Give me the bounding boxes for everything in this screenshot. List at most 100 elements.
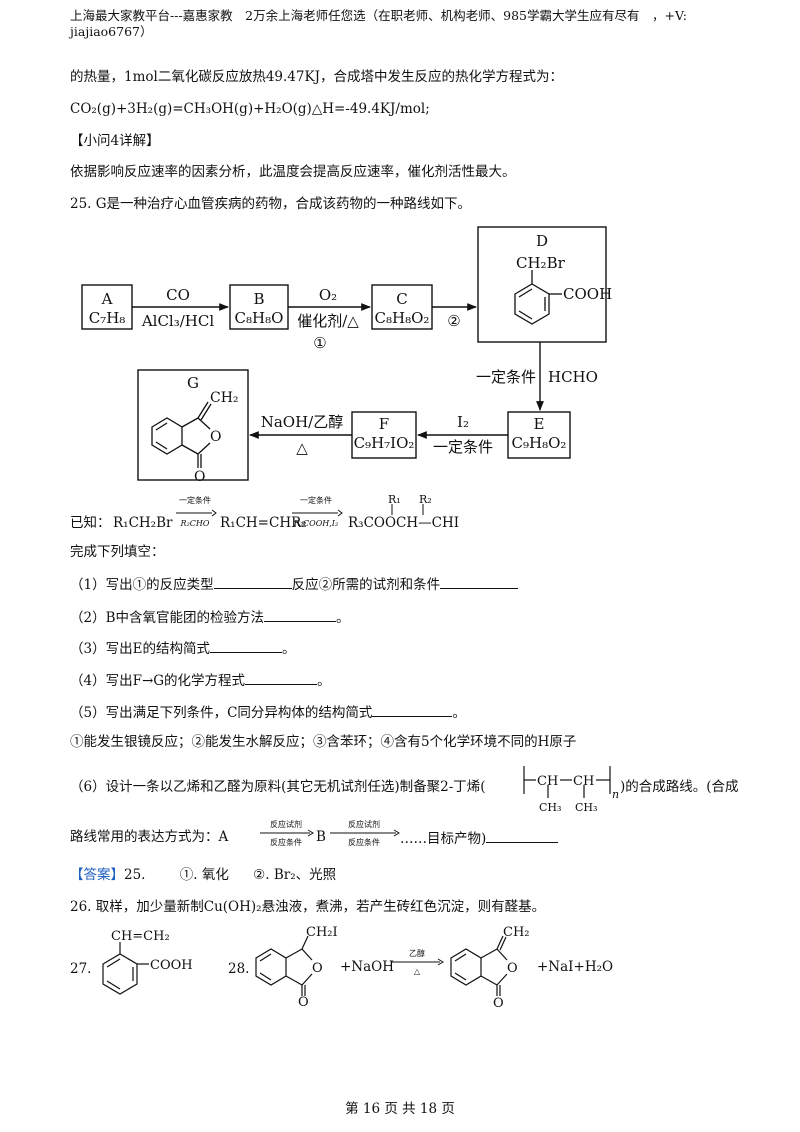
route-b: B [316, 829, 326, 845]
poly-ch-2: CH [573, 774, 594, 789]
question-2: （2）B中含氧官能团的检验方法。 [70, 607, 350, 627]
question-3-end: 。 [281, 641, 296, 657]
answer-28-product-methylene: CH₂ [503, 925, 530, 940]
compound-b-label: B [253, 290, 264, 308]
compound-a-label: A [101, 290, 113, 308]
answer-26: 26. 取样，加少量新制Cu(OH)₂悬浊液，煮沸，若产生砖红色沉淀，则有醛基。 [70, 899, 546, 915]
answer-blank-5[interactable] [372, 702, 453, 717]
compound-c-label: C [396, 290, 407, 308]
poly-methyl-1: CH₃ [539, 801, 561, 814]
poly-2-butene-structure: CH CH CH₃ CH₃ n [523, 766, 619, 814]
known-arrow-1: 一定条件 R₂CHO [176, 495, 217, 528]
known-intermediate: R₁CH=CHR₂ [220, 515, 307, 531]
answer-28-byproducts: +NaI+H₂O [537, 959, 614, 975]
compound-b-formula: C₈H₈O [235, 309, 284, 327]
known-product-bonds [391, 504, 424, 515]
subquestion-4-title: 【小问4详解】 [70, 133, 160, 149]
answer-28-reagent: +NaOH [340, 959, 395, 975]
answer-27-number: 27. [70, 961, 92, 977]
svg-text:R₃COOH,I₂: R₃COOH,I₂ [293, 519, 338, 528]
question-2-text: （2）B中含氧官能团的检验方法 [70, 610, 265, 626]
answer-blank-2[interactable] [264, 607, 337, 622]
poly-methyl-2: CH₃ [575, 801, 597, 814]
question-5-end: 。 [452, 705, 466, 721]
poly-ch-1: CH [537, 774, 558, 789]
arrow-a-b-bottom: AlCl₃/HCl [141, 312, 215, 330]
question-25-title: 25. G是一种治疗心血管疾病的药物，合成该药物的一种路线如下。 [70, 196, 472, 212]
svg-text:反应条件: 反应条件 [270, 837, 302, 847]
question-4: （4）写出F→G的化学方程式。 [70, 670, 331, 690]
svg-text:反应条件: 反应条件 [348, 837, 380, 847]
known-prefix: 已知： [70, 515, 111, 531]
answer-28-product-carbonyl-oxygen: O [493, 996, 504, 1008]
answer-line-25: 【答案】25. ①. 氧化 ②. Br₂、光照 [70, 866, 336, 884]
compound-g-substituent: CH₂ [210, 390, 239, 406]
question-4-text: （4）写出F→G的化学方程式 [70, 673, 246, 689]
route-arrow-2: 反应试剂 反应条件 [330, 819, 400, 847]
compound-g-carbonyl-oxygen: O [194, 469, 205, 485]
answer-25-part-1: ①. 氧化 [179, 867, 229, 883]
question-6-part-b: )的合成路线。(合成 [620, 779, 739, 795]
question-1: （1）写出①的反应类型反应②所需的试剂和条件 [70, 574, 519, 594]
page-footer: 第 16 页 共 18 页 [345, 1101, 455, 1117]
synthesis-scheme: A C₇H₈ B C₈H₈O C C₈H₈O₂ D E C₉H₈O₂ F C₉H… [81, 226, 612, 485]
answer-28-reactant-carbonyl-oxygen: O [298, 995, 309, 1006]
svg-text:R₂CHO: R₂CHO [180, 519, 210, 528]
compound-e-formula: C₉H₈O₂ [512, 434, 567, 452]
answer-27-carboxyl: COOH [150, 958, 193, 973]
question-5: （5）写出满足下列条件，C同分异构体的结构简式。 [70, 702, 466, 722]
question-5-conditions: ①能发生银镜反应；②能发生水解反应；③含苯环；④含有5个化学环境不同的H原子 [70, 734, 577, 750]
known-reactant: R₁CH₂Br [113, 515, 173, 531]
svg-text:反应试剂: 反应试剂 [270, 819, 302, 829]
compound-d-group: COOH [563, 285, 612, 303]
subquestion-4-text: 依据影响反应速率的因素分析，此温度会提高反应速率，催化剂活性最大。 [70, 164, 516, 180]
answer-blank-1a[interactable] [213, 574, 292, 589]
svg-text:一定条件: 一定条件 [179, 495, 211, 505]
route-tail-text: ……目标产物) [400, 831, 487, 847]
arrow-d-e-left: 一定条件 [476, 368, 536, 386]
answer-blank-1b[interactable] [440, 574, 519, 589]
compound-e-label: E [534, 415, 545, 433]
svg-text:乙醇: 乙醇 [409, 948, 425, 958]
answer-blank-4[interactable] [245, 670, 318, 685]
route-arrow-1: 反应试剂 反应条件 [260, 819, 314, 847]
compound-g-label: G [187, 374, 199, 392]
intro-line: 的热量，1mol二氧化碳反应放热49.47KJ，合成塔中发生反应的热化学方程式为… [70, 69, 563, 85]
compound-f-formula: C₉H₇IO₂ [354, 434, 415, 452]
known-product: R₃COOCH—CHI [348, 515, 460, 531]
arrow-b-c-bottom: 催化剂/△ [297, 312, 359, 330]
question-3-text: （3）写出E的结构简式 [70, 641, 210, 657]
question-3: （3）写出E的结构简式 。 [70, 638, 295, 658]
svg-text:一定条件: 一定条件 [300, 495, 332, 505]
answer-blank-3[interactable] [209, 638, 282, 653]
question-6-part-a: （6）设计一条以乙烯和乙醛为原料(其它无机试剂任选)制备聚2-丁烯( [70, 779, 486, 795]
compound-g-box [137, 369, 249, 481]
compound-a-formula: C₇H₈ [89, 309, 126, 327]
answer-28-reactant-structure: CH₂I O O [255, 925, 338, 1006]
answer-28-reactant-ring-oxygen: O [312, 961, 323, 976]
arrow-d-e-right: HCHO [548, 368, 598, 386]
arrow-a-b-top: CO [166, 286, 190, 304]
equation-line: CO₂(g)+3H₂(g)=CH₃OH(g)+H₂O(g)△H=-49.4KJ/… [70, 101, 430, 117]
answer-25-part-2: ②. Br₂、光照 [253, 867, 337, 883]
svg-text:反应试剂: 反应试剂 [348, 819, 380, 829]
answer-28-iodomethyl: CH₂I [306, 925, 338, 940]
answer-28-product-ring-oxygen: O [507, 961, 518, 976]
question-1-part-b: 反应②所需的试剂和条件 [291, 577, 441, 593]
compound-c-formula: C₈H₈O₂ [375, 309, 430, 327]
poly-degree-n: n [612, 788, 619, 801]
compound-d-box [477, 226, 607, 343]
svg-text:△: △ [414, 967, 421, 976]
arrow-f-g-bottom: △ [296, 439, 308, 457]
compound-d-label: D [536, 232, 548, 250]
answer-label: 【答案】 [70, 867, 124, 883]
answer-27-structure: CH=CH₂ COOH [102, 929, 193, 995]
answer-25-number: 25. [124, 867, 146, 883]
answer-28-product-structure: CH₂ O O [450, 925, 530, 1008]
answer-28-arrow: 乙醇 △ [392, 948, 444, 976]
step-1-marker: ① [313, 334, 326, 352]
compound-g-ring-oxygen: O [210, 429, 221, 445]
compound-g-structure [151, 401, 212, 468]
answer-blank-6[interactable] [486, 828, 559, 843]
arrow-e-f-top: I₂ [457, 413, 469, 431]
